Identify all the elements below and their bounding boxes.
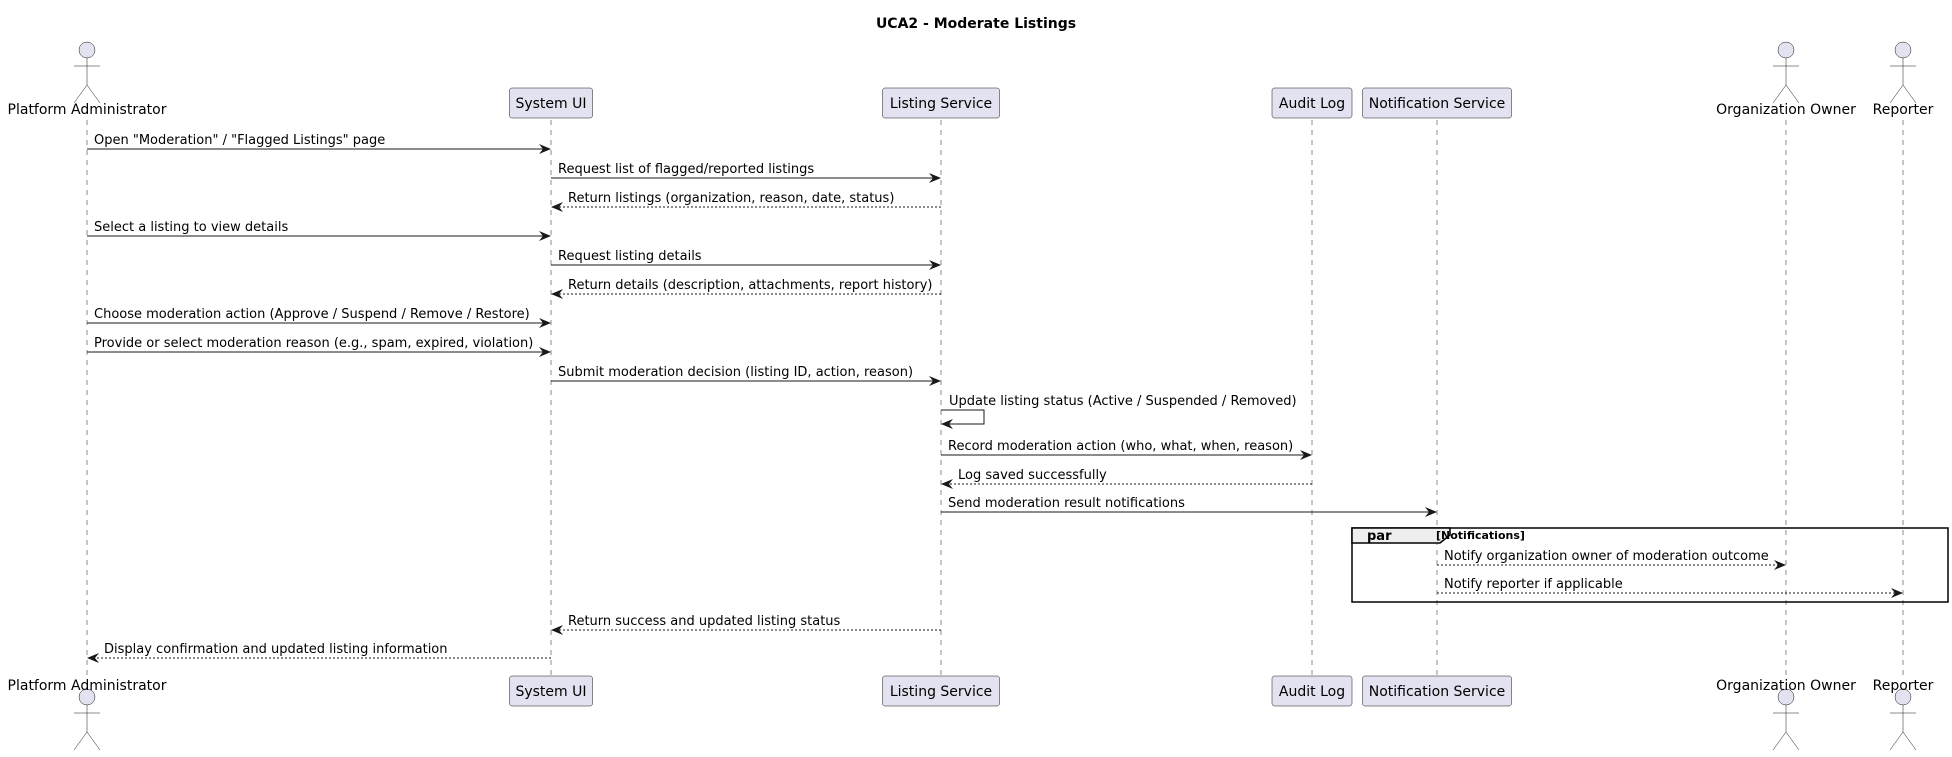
participant-box xyxy=(1362,675,1512,707)
actor-leg-left xyxy=(1889,84,1904,104)
actor-admin-top: Platform Administrator xyxy=(8,41,167,118)
participant-label: Platform Administrator xyxy=(8,102,167,118)
participant-box xyxy=(509,87,593,119)
actor-owner-bottom: Organization Owner xyxy=(1716,678,1856,751)
message: Submit moderation decision (listing ID, … xyxy=(551,365,941,386)
participant-label: Listing Service xyxy=(890,96,992,112)
participant-listing-bottom: Listing Service xyxy=(882,675,1000,707)
message-label: Select a listing to view details xyxy=(94,220,288,235)
message-arrow-self xyxy=(941,409,985,429)
message-label: Update listing status (Active / Suspende… xyxy=(949,394,1297,409)
participant-audit-bottom: Audit Log xyxy=(1271,675,1353,707)
actor-owner-top: Organization Owner xyxy=(1716,41,1856,118)
message: Return listings (organization, reason, d… xyxy=(551,191,941,212)
participant-box xyxy=(509,675,593,707)
actor-leg-right xyxy=(1902,731,1917,751)
actor-leg-left xyxy=(1772,84,1787,104)
participant-label: Notification Service xyxy=(1369,684,1506,700)
participant-label: Audit Log xyxy=(1279,96,1345,112)
actor-leg-right xyxy=(86,84,101,104)
participant-box xyxy=(1271,87,1353,119)
message: Log saved successfully xyxy=(941,468,1312,489)
actor-leg-right xyxy=(1902,84,1917,104)
participant-notify-bottom: Notification Service xyxy=(1362,675,1512,707)
actor-leg-left xyxy=(73,731,88,751)
message-label: Notify reporter if applicable xyxy=(1444,577,1623,592)
participant-audit-top: Audit Log xyxy=(1271,87,1353,119)
message-label: Request listing details xyxy=(558,249,702,264)
message: Update listing status (Active / Suspende… xyxy=(941,394,1297,429)
participant-label: System UI xyxy=(515,684,586,700)
message-label: Return listings (organization, reason, d… xyxy=(568,191,894,206)
message-label: Display confirmation and updated listing… xyxy=(104,642,448,657)
actor-leg-right xyxy=(86,731,101,751)
message-label: Choose moderation action (Approve / Susp… xyxy=(94,307,530,322)
actor-leg-left xyxy=(1772,731,1787,751)
actor-leg-left xyxy=(73,84,88,104)
participant-label: Organization Owner xyxy=(1716,678,1856,694)
message: Return details (description, attachments… xyxy=(551,278,941,299)
participant-box xyxy=(1362,87,1512,119)
participant-ui-top: System UI xyxy=(509,87,593,119)
participant-listing-top: Listing Service xyxy=(882,87,1000,119)
message: Display confirmation and updated listing… xyxy=(87,642,551,663)
message-label: Open "Moderation" / "Flagged Listings" p… xyxy=(94,133,385,148)
participant-box xyxy=(1271,675,1353,707)
message-label: Provide or select moderation reason (e.g… xyxy=(94,336,533,351)
message: Request listing details xyxy=(551,249,941,270)
participants-bottom: Platform Administrator System UI Listing S… xyxy=(8,675,1934,751)
message-label: Record moderation action (who, what, whe… xyxy=(948,439,1293,454)
participant-label: Notification Service xyxy=(1369,96,1506,112)
message-label: Send moderation result notifications xyxy=(948,496,1185,511)
participant-label: Reporter xyxy=(1873,102,1934,118)
par-frame xyxy=(1351,527,1949,603)
messages: Open "Moderation" / "Flagged Listings" p… xyxy=(87,133,1903,663)
message: Record moderation action (who, what, whe… xyxy=(941,439,1312,460)
message-label: Submit moderation decision (listing ID, … xyxy=(558,365,913,380)
par-fragment: par [Notifications] xyxy=(1351,527,1949,603)
actor-reporter-bottom: Reporter xyxy=(1873,678,1934,751)
message: Choose moderation action (Approve / Susp… xyxy=(87,307,551,328)
par-frame-tab xyxy=(1351,527,1451,544)
participants-top: Platform Administrator System UI Listing S… xyxy=(8,41,1934,119)
actor-leg-right xyxy=(1785,84,1800,104)
actor-admin-bottom: Platform Administrator xyxy=(8,678,167,751)
message-label: Request list of flagged/reported listing… xyxy=(558,162,814,177)
message-label: Notify organization owner of moderation … xyxy=(1444,549,1769,564)
participant-label: Listing Service xyxy=(890,684,992,700)
message: Provide or select moderation reason (e.g… xyxy=(87,336,551,357)
message: Return success and updated listing statu… xyxy=(551,614,941,635)
participant-box xyxy=(882,675,1000,707)
actor-head xyxy=(1777,41,1795,59)
message: Notify organization owner of moderation … xyxy=(1437,549,1786,570)
par-condition: [Notifications] xyxy=(1436,529,1525,542)
participant-ui-bottom: System UI xyxy=(509,675,593,707)
message-label: Return success and updated listing statu… xyxy=(568,614,841,629)
message-label: Log saved successfully xyxy=(958,468,1107,483)
participant-label: Platform Administrator xyxy=(8,678,167,694)
par-keyword: par xyxy=(1367,529,1392,544)
participant-box xyxy=(882,87,1000,119)
message-label: Return details (description, attachments… xyxy=(568,278,933,293)
actor-reporter-top: Reporter xyxy=(1873,41,1934,118)
message: Open "Moderation" / "Flagged Listings" p… xyxy=(87,133,551,154)
participant-notify-top: Notification Service xyxy=(1362,87,1512,119)
message: Notify reporter if applicable xyxy=(1437,577,1903,598)
message: Select a listing to view details xyxy=(87,220,551,241)
message: Send moderation result notifications xyxy=(941,496,1437,517)
participant-label: Audit Log xyxy=(1279,684,1345,700)
actor-head xyxy=(78,41,96,59)
actor-leg-right xyxy=(1785,731,1800,751)
participant-label: Reporter xyxy=(1873,678,1934,694)
diagram-title: UCA2 - Moderate Listings xyxy=(876,16,1076,32)
message: Request list of flagged/reported listing… xyxy=(551,162,941,183)
participant-label: System UI xyxy=(515,96,586,112)
actor-leg-left xyxy=(1889,731,1904,751)
participant-label: Organization Owner xyxy=(1716,102,1856,118)
actor-head xyxy=(1894,41,1912,59)
lifelines xyxy=(86,120,1904,676)
